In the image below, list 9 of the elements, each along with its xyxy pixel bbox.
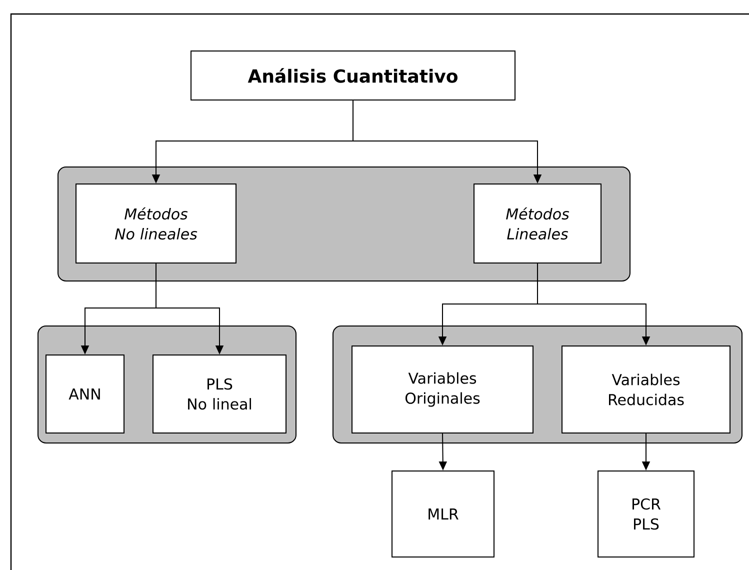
method-box: PLS No lineal <box>152 354 286 434</box>
method-box: MLR <box>392 470 494 558</box>
method-box: Variables Originales <box>352 346 534 434</box>
method-box: PCR PLS <box>598 470 694 558</box>
title-box: Análisis Cuantitativo <box>190 50 516 100</box>
method-box: Variables Reducidas <box>562 346 730 434</box>
method-box: ANN <box>46 354 124 434</box>
method-box: Métodos No lineales <box>76 184 236 264</box>
method-box: Métodos Lineales <box>474 184 602 264</box>
